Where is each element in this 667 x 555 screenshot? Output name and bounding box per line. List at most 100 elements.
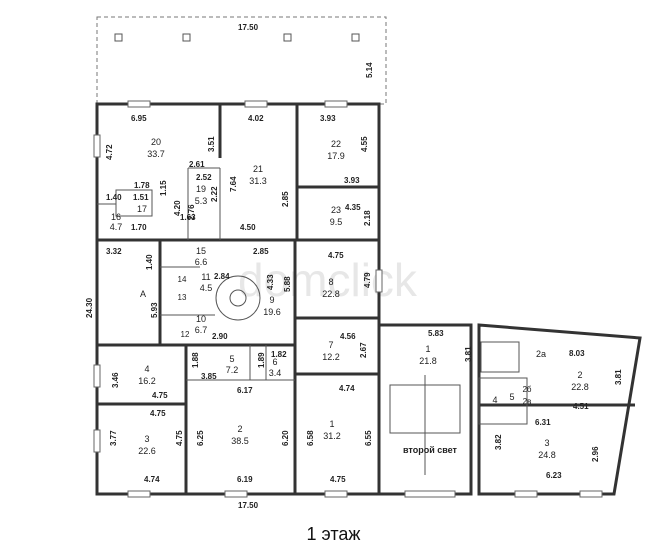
svg-text:11: 11 bbox=[201, 272, 210, 282]
window bbox=[244, 100, 268, 108]
svg-text:1.51: 1.51 bbox=[133, 193, 149, 202]
svg-text:5.83: 5.83 bbox=[428, 329, 444, 338]
svg-text:4.74: 4.74 bbox=[144, 475, 160, 484]
svg-text:23: 23 bbox=[331, 205, 341, 215]
svg-text:2.18: 2.18 bbox=[363, 210, 372, 226]
spiral-stair bbox=[215, 275, 261, 321]
window bbox=[579, 490, 603, 498]
room-4: 416.2 bbox=[138, 364, 156, 386]
svg-text:6.17: 6.17 bbox=[237, 386, 253, 395]
svg-text:2.85: 2.85 bbox=[253, 247, 269, 256]
room-7: 712.2 bbox=[322, 340, 340, 362]
spiral-stair-core bbox=[229, 289, 247, 307]
svg-text:3: 3 bbox=[544, 438, 549, 448]
svg-text:4.7: 4.7 bbox=[110, 222, 123, 232]
svg-text:1.78: 1.78 bbox=[134, 181, 150, 190]
dim-top-width: 17.50 bbox=[238, 23, 259, 32]
svg-text:19.6: 19.6 bbox=[263, 307, 281, 317]
svg-text:2: 2 bbox=[577, 370, 582, 380]
svg-text:31.3: 31.3 bbox=[249, 176, 267, 186]
svg-text:3.77: 3.77 bbox=[109, 430, 118, 446]
svg-text:1.40: 1.40 bbox=[145, 254, 154, 270]
svg-text:3.85: 3.85 bbox=[201, 372, 217, 381]
svg-text:1.70: 1.70 bbox=[131, 223, 147, 232]
svg-text:4.5: 4.5 bbox=[200, 283, 213, 293]
dim-terrace-depth: 5.14 bbox=[365, 62, 374, 78]
svg-text:8: 8 bbox=[328, 277, 333, 287]
svg-text:6.7: 6.7 bbox=[195, 325, 208, 335]
svg-text:1: 1 bbox=[425, 344, 430, 354]
room-b1: 121.8 bbox=[419, 344, 437, 366]
second-light-label: второй свет bbox=[403, 445, 458, 455]
svg-text:6.23: 6.23 bbox=[546, 471, 562, 480]
window bbox=[324, 490, 348, 498]
dim-bottom-width: 17.50 bbox=[238, 501, 259, 510]
svg-text:1.15: 1.15 bbox=[159, 180, 168, 196]
svg-text:3.93: 3.93 bbox=[344, 176, 360, 185]
svg-text:6.31: 6.31 bbox=[535, 418, 551, 427]
window bbox=[404, 490, 456, 498]
svg-text:4: 4 bbox=[144, 364, 149, 374]
svg-text:2.90: 2.90 bbox=[212, 332, 228, 341]
wall bbox=[115, 189, 153, 217]
svg-text:21.8: 21.8 bbox=[419, 356, 437, 366]
svg-text:24.8: 24.8 bbox=[538, 450, 556, 460]
wall bbox=[478, 377, 528, 425]
svg-text:22.6: 22.6 bbox=[138, 446, 156, 456]
label-5: 5 bbox=[509, 392, 514, 402]
svg-text:6: 6 bbox=[272, 357, 277, 367]
svg-text:1.89: 1.89 bbox=[257, 352, 266, 368]
label-13: 13 bbox=[178, 293, 187, 302]
column bbox=[283, 33, 292, 42]
svg-text:19: 19 bbox=[196, 184, 206, 194]
room-11: 114.5 bbox=[200, 272, 213, 293]
svg-text:8.03: 8.03 bbox=[569, 349, 585, 358]
svg-text:2.67: 2.67 bbox=[359, 342, 368, 358]
svg-text:2: 2 bbox=[237, 424, 242, 434]
window bbox=[324, 100, 348, 108]
label-2b: 2б bbox=[522, 385, 531, 394]
svg-text:6.55: 6.55 bbox=[364, 430, 373, 446]
svg-text:15: 15 bbox=[196, 246, 206, 256]
svg-text:20: 20 bbox=[151, 137, 161, 147]
label-14: 14 bbox=[178, 275, 187, 284]
svg-text:6.20: 6.20 bbox=[281, 430, 290, 446]
svg-text:22.8: 22.8 bbox=[571, 382, 589, 392]
svg-text:4.55: 4.55 bbox=[360, 136, 369, 152]
svg-text:4.51: 4.51 bbox=[573, 402, 589, 411]
svg-text:10: 10 bbox=[196, 314, 206, 324]
svg-text:4.56: 4.56 bbox=[340, 332, 356, 341]
label-a: A bbox=[140, 289, 146, 299]
label-2v: 2в bbox=[523, 397, 532, 406]
svg-text:5.3: 5.3 bbox=[195, 196, 208, 206]
svg-text:7.64: 7.64 bbox=[229, 176, 238, 192]
watermark: domclick bbox=[238, 254, 418, 306]
stair-flight bbox=[480, 341, 520, 373]
svg-text:3.81: 3.81 bbox=[614, 369, 623, 385]
room-8: 822.8 bbox=[322, 277, 340, 299]
svg-text:4.75: 4.75 bbox=[152, 391, 168, 400]
svg-text:6.6: 6.6 bbox=[195, 257, 208, 267]
svg-text:4.20: 4.20 bbox=[173, 200, 182, 216]
window bbox=[93, 429, 101, 453]
svg-text:38.5: 38.5 bbox=[231, 436, 249, 446]
room-1: 131.2 bbox=[323, 419, 341, 441]
svg-text:16: 16 bbox=[111, 212, 121, 222]
svg-text:2.76: 2.76 bbox=[187, 204, 196, 220]
svg-text:1.63: 1.63 bbox=[180, 213, 196, 222]
room-16: 164.7 bbox=[110, 212, 123, 232]
room-2: 238.5 bbox=[231, 424, 249, 446]
svg-text:4.35: 4.35 bbox=[345, 203, 361, 212]
window bbox=[224, 490, 248, 498]
dimension-labels: 6.95 4.02 3.93 4.72 3.51 4.55 2.61 2.52 … bbox=[105, 114, 623, 484]
svg-text:17: 17 bbox=[137, 204, 147, 214]
svg-text:33.7: 33.7 bbox=[147, 149, 165, 159]
svg-text:4.50: 4.50 bbox=[240, 223, 256, 232]
svg-text:3.46: 3.46 bbox=[111, 372, 120, 388]
svg-text:6.58: 6.58 bbox=[306, 430, 315, 446]
svg-text:4.72: 4.72 bbox=[105, 144, 114, 160]
room-20: 20 33.7 bbox=[147, 137, 165, 159]
svg-text:22.8: 22.8 bbox=[322, 289, 340, 299]
column bbox=[182, 33, 191, 42]
